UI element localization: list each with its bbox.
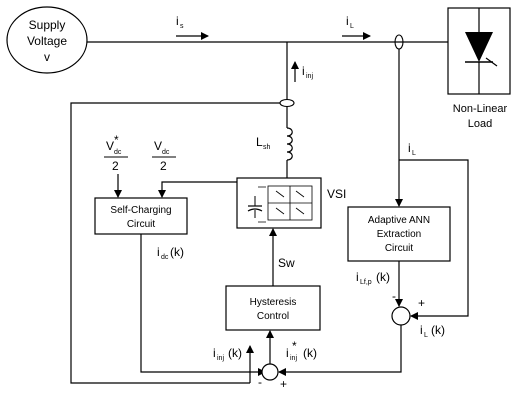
svg-text:i: i <box>420 323 423 337</box>
svg-text:dc: dc <box>161 254 169 261</box>
svg-text:L: L <box>412 150 416 157</box>
svg-text:inj: inj <box>290 355 297 362</box>
thyristor-symbol <box>465 32 493 62</box>
vdc-reference-label: V dc * 2 <box>104 133 128 173</box>
svg-text:(k): (k) <box>376 270 390 284</box>
svg-text:Extraction: Extraction <box>377 229 421 240</box>
vsi-label: VSI <box>327 187 346 201</box>
reference-current-line <box>278 325 402 376</box>
svg-text:Circuit: Circuit <box>127 219 156 230</box>
svg-text:i: i <box>356 270 359 284</box>
svg-text:i: i <box>213 346 216 360</box>
injection-current-label: i inj <box>291 61 313 82</box>
svg-text:V: V <box>106 139 114 153</box>
load-current-label: i L <box>342 14 371 40</box>
load-label-line2: Load <box>468 118 492 130</box>
source-current-label: i s <box>176 14 209 40</box>
svg-text:Adaptive ANN: Adaptive ANN <box>368 215 430 226</box>
fundamental-current-label: i Lf,p (k) <box>356 270 390 286</box>
svg-text:Lf,p: Lf,p <box>360 279 372 286</box>
load-current-feedback-line <box>399 159 469 320</box>
svg-text:i: i <box>176 14 179 28</box>
svg-text:(k): (k) <box>431 323 445 337</box>
junction-minus-sign: - <box>258 375 262 389</box>
idc-label: i dc (k) <box>157 245 184 261</box>
adaptive-ann-block: Adaptive ANN Extraction Circuit <box>347 206 451 262</box>
svg-text:*: * <box>292 339 297 353</box>
non-linear-load: Non-Linear Load <box>447 7 511 130</box>
vdc-measured-line <box>158 181 237 198</box>
supply-label-line1: Supply <box>29 18 66 32</box>
injection-feedback-line <box>70 102 287 384</box>
svg-text:i: i <box>157 245 160 259</box>
right-junction-minus-sign: - <box>392 289 396 303</box>
load-current-summing-junction <box>391 306 411 326</box>
svg-text:inj: inj <box>306 73 313 80</box>
svg-text:(k): (k) <box>228 346 242 360</box>
reference-summing-junction <box>261 363 279 381</box>
injection-reference-label: i inj * (k) <box>286 339 317 362</box>
svg-text:Control: Control <box>257 311 289 322</box>
svg-text:i: i <box>302 64 305 78</box>
svg-text:2: 2 <box>160 159 167 173</box>
right-junction-plus-sign: + <box>418 296 425 310</box>
supply-label-line2: Voltage <box>27 34 67 48</box>
supply-label-line3: v <box>44 50 50 64</box>
svg-text:sh: sh <box>263 144 271 151</box>
svg-text:Circuit: Circuit <box>385 243 414 254</box>
svg-text:s: s <box>180 23 184 30</box>
load-current-k-label: i L (k) <box>420 323 445 339</box>
vdc-measured-label: V dc 2 <box>152 139 176 173</box>
idc-signal-line <box>140 234 266 376</box>
svg-text:i: i <box>408 141 411 155</box>
svg-text:i: i <box>346 14 349 28</box>
svg-text:(k): (k) <box>303 346 317 360</box>
switching-signal-label: Sw <box>278 256 295 270</box>
svg-text:dc: dc <box>114 149 122 156</box>
self-charging-circuit-block: Self-Charging Circuit <box>94 197 188 235</box>
injection-current-sensor <box>279 98 295 108</box>
load-current-right-label: i L <box>408 141 416 157</box>
svg-text:inj: inj <box>217 355 224 362</box>
vsi-block <box>236 177 322 229</box>
svg-text:V: V <box>154 139 162 153</box>
svg-text:dc: dc <box>162 149 170 156</box>
svg-text:Self-Charging: Self-Charging <box>110 205 171 216</box>
svg-text:L: L <box>350 23 354 30</box>
hysteresis-control-block: Hysteresis Control <box>225 285 321 331</box>
svg-text:Hysteresis: Hysteresis <box>250 297 297 308</box>
supply-voltage-source: Supply Voltage v <box>6 6 88 74</box>
svg-text:2: 2 <box>112 159 119 173</box>
load-label-line1: Non-Linear <box>453 103 508 115</box>
svg-text:L: L <box>424 332 428 339</box>
svg-text:L: L <box>256 135 263 149</box>
shunt-inductor: L sh <box>256 127 293 178</box>
svg-text:(k): (k) <box>170 245 184 259</box>
injection-current-k-label: i inj (k) <box>213 346 242 362</box>
svg-text:i: i <box>286 346 289 360</box>
svg-text:*: * <box>114 133 119 147</box>
junction-plus-sign: + <box>280 377 287 391</box>
